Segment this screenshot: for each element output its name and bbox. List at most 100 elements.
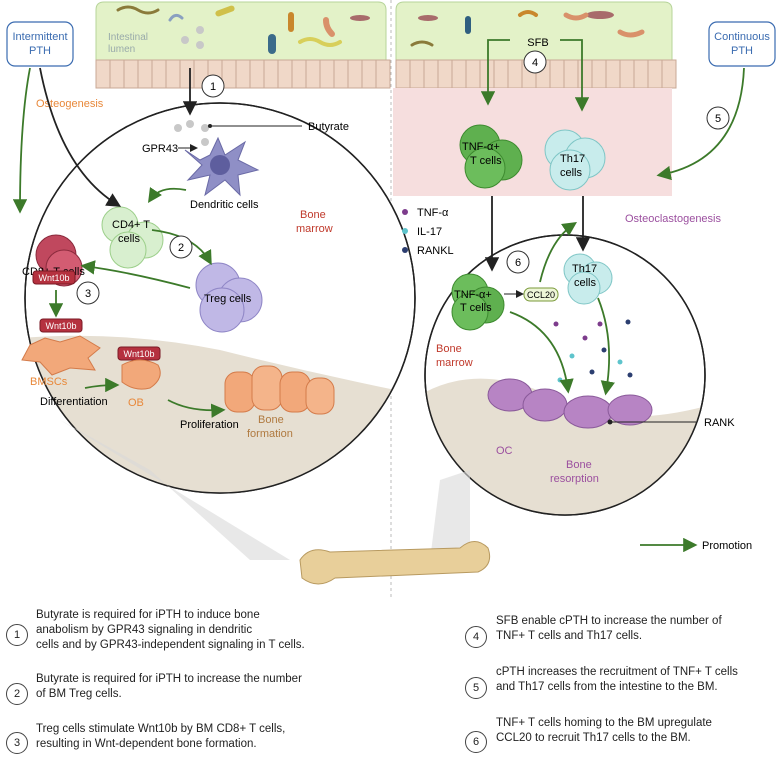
epithelial-cell bbox=[563, 59, 579, 89]
caption-5: cPTH increases the recruitment of TNF+ T… bbox=[496, 666, 738, 693]
epithelial-cell bbox=[137, 59, 153, 89]
gpr43-label: GPR43 bbox=[142, 143, 178, 155]
arrow-cpth-to-region bbox=[656, 67, 745, 181]
dendritic-cells-label: Dendritic cells bbox=[190, 199, 259, 211]
epithelial-cell bbox=[375, 59, 391, 89]
epithelial-cell bbox=[395, 59, 411, 89]
pink-region bbox=[393, 88, 672, 196]
ob-label: OB bbox=[128, 397, 144, 409]
epithelial-cell bbox=[409, 59, 425, 89]
th17-cells-bm bbox=[563, 253, 613, 305]
bone-marrow-right-label-2: marrow bbox=[436, 357, 473, 369]
step-marker-4: 4 bbox=[532, 57, 538, 69]
osteoblast bbox=[121, 359, 161, 390]
epithelial-cell bbox=[305, 59, 321, 89]
continuous-pth-label-2: PTH bbox=[731, 45, 753, 57]
epithelial-cell bbox=[95, 59, 111, 89]
bone-formation-cells bbox=[224, 365, 335, 415]
bone-formation-label: Bone bbox=[258, 414, 284, 426]
caption-3: Treg cells stimulate Wnt10b by BM CD8+ T… bbox=[36, 723, 286, 750]
arrows bbox=[12, 39, 745, 553]
epithelial-cell bbox=[165, 59, 181, 89]
cd4-t-cells bbox=[101, 206, 164, 269]
intestine bbox=[95, 0, 677, 600]
th17-cells-top-label: Th17 bbox=[560, 153, 585, 165]
epithelial-cell bbox=[109, 59, 125, 89]
caption-2: Butyrate is required for iPTH to increas… bbox=[36, 673, 302, 700]
epithelial-cell bbox=[591, 59, 607, 89]
caption-number-6: 6 bbox=[465, 731, 487, 753]
arrow-treg-to-cd8 bbox=[80, 260, 191, 289]
epithelial-cell bbox=[423, 59, 439, 89]
epithelial-cell bbox=[647, 59, 663, 89]
arrow-ipth-to-cd4 bbox=[39, 67, 122, 207]
epithelial-cell bbox=[319, 59, 335, 89]
caption-number-1: 1 bbox=[6, 624, 28, 646]
legend: TNF-α IL-17 RANKL bbox=[402, 207, 454, 257]
epithelial-cell bbox=[151, 59, 167, 89]
epithelial-cell bbox=[123, 59, 139, 89]
epithelial-cell bbox=[263, 59, 279, 89]
cd4-t-cells-label: CD4+ T bbox=[112, 219, 150, 231]
epithelial-cell bbox=[605, 59, 621, 89]
cd4-t-cells-label-2: cells bbox=[118, 233, 141, 245]
cytokine-dots bbox=[553, 319, 633, 383]
arrow-proliferation bbox=[167, 399, 226, 418]
epithelial-cell bbox=[347, 59, 363, 89]
butyrate-label: Butyrate bbox=[308, 121, 349, 133]
arrow-tnf-to-oc bbox=[509, 311, 574, 394]
projection-cone-left bbox=[60, 420, 290, 560]
epithelial-cell bbox=[633, 59, 649, 89]
th17-cells-bm-label: Th17 bbox=[572, 263, 597, 275]
arrow-dc-to-cd4 bbox=[148, 187, 187, 203]
wnt10b-label-3: Wnt10b bbox=[123, 349, 154, 359]
legend-tnf-label: TNF-α bbox=[417, 207, 449, 219]
epithelial-cell bbox=[291, 59, 307, 89]
sfb-label: SFB bbox=[527, 37, 548, 49]
epithelial-cell bbox=[619, 59, 635, 89]
caption-number-5: 5 bbox=[465, 677, 487, 699]
rank-label: RANK bbox=[704, 417, 735, 429]
caption-4: SFB enable cPTH to increase the number o… bbox=[496, 615, 722, 642]
step-markers: 1 2 3 4 5 6 bbox=[76, 50, 730, 305]
arrow-sfb-to-tnf bbox=[480, 39, 510, 106]
caption-number-3: 3 bbox=[6, 732, 28, 754]
th17-cells-bm-label-2: cells bbox=[574, 277, 597, 289]
epithelial-cell bbox=[249, 59, 265, 89]
step-marker-6: 6 bbox=[515, 257, 521, 269]
tnf-t-cells-bm-label-2: T cells bbox=[460, 302, 492, 314]
differentiation-label: Differentiation bbox=[40, 396, 108, 408]
epithelial-cell bbox=[451, 59, 467, 89]
bone-marrow-left-label-2: marrow bbox=[296, 223, 333, 235]
bone-resorption-label-2: resorption bbox=[550, 473, 599, 485]
bone-resorption-label: Bone bbox=[566, 459, 592, 471]
epithelial-cell bbox=[179, 59, 195, 89]
step-marker-2: 2 bbox=[178, 242, 184, 254]
epithelial-cell bbox=[549, 59, 565, 89]
step-marker-3: 3 bbox=[85, 288, 91, 300]
step-marker-1: 1 bbox=[210, 81, 216, 93]
epithelial-cell bbox=[577, 59, 593, 89]
intestinal-lumen-label: Intestinal bbox=[108, 32, 148, 43]
epithelial-cell bbox=[479, 59, 495, 89]
epithelial-cell bbox=[465, 59, 481, 89]
caption-6: TNF+ T cells homing to the BM upregulate… bbox=[496, 717, 712, 744]
caption-1: Butyrate is required for iPTH to induce … bbox=[36, 609, 305, 651]
caption-number-2: 2 bbox=[6, 683, 28, 705]
epithelial-cell bbox=[235, 59, 251, 89]
arrow-differentiation bbox=[84, 377, 120, 393]
continuous-pth-box: Continuous PTH bbox=[708, 21, 776, 67]
ccl20-tag: CCL20 bbox=[523, 287, 559, 302]
tnf-t-cells-top-label: TNF-α+ bbox=[462, 141, 500, 153]
bone-marrow-left-label: Bone bbox=[300, 209, 326, 221]
bmscs bbox=[21, 335, 101, 376]
proliferation-label: Proliferation bbox=[180, 419, 239, 431]
bone bbox=[299, 541, 491, 585]
treg-cells-label: Treg cells bbox=[204, 293, 252, 305]
epithelial-cell bbox=[437, 59, 453, 89]
oc-label: OC bbox=[496, 445, 513, 457]
step-marker-5: 5 bbox=[715, 113, 721, 125]
intermittent-pth-label: Intermittent bbox=[12, 31, 67, 43]
arrow-th17-to-oc bbox=[597, 297, 615, 396]
